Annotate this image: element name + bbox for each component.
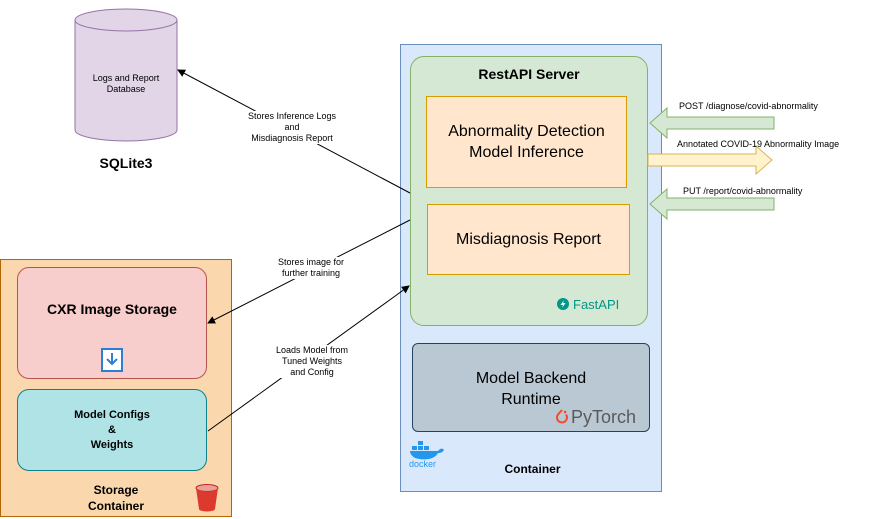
server-title: RestAPI Server: [478, 66, 580, 82]
pytorch-icon: [556, 409, 568, 424]
logs-edge-label: Stores Inference Logs and Misdiagnosis R…: [232, 111, 352, 144]
image-edge-label: Stores image for further training: [263, 257, 359, 279]
pytorch-logo: PyTorch: [555, 405, 636, 429]
download-storage-icon: [101, 348, 123, 372]
cxr-label: CXR Image Storage: [47, 301, 177, 317]
database-name: SQLite3: [99, 155, 153, 171]
docker-icon: [410, 441, 444, 460]
response-label: Annotated COVID-19 Abnormality Image: [677, 139, 840, 149]
storage-container-title: Storage Container: [87, 483, 144, 513]
model-edge-label: Loads Model from Tuned Weights and Confi…: [262, 345, 362, 378]
misdiagnosis-report-module: Misdiagnosis Report: [427, 204, 630, 275]
response-arrow: [647, 144, 773, 176]
model-configs-weights: Model Configs & Weights: [17, 389, 207, 471]
database-label: Logs and Report Database: [92, 73, 160, 94]
fastapi-icon: [557, 298, 569, 310]
fastapi-logo: FastAPI: [557, 295, 619, 313]
inference-module: Abnormality Detection Model Inference: [426, 96, 627, 188]
model-backend-runtime: [412, 343, 650, 432]
docker-label: docker: [409, 459, 437, 469]
post-request-arrow: [649, 106, 775, 140]
container-title: Container: [504, 462, 561, 476]
put-request-arrow: [649, 187, 775, 221]
post-endpoint-label: POST /diagnose/covid-abnormality: [679, 101, 818, 111]
bucket-icon: [195, 484, 219, 512]
backend-label: Model Backend Runtime: [475, 370, 587, 408]
cxr-image-storage: CXR Image Storage: [17, 267, 207, 379]
put-endpoint-label: PUT /report/covid-abnormality: [683, 186, 803, 196]
